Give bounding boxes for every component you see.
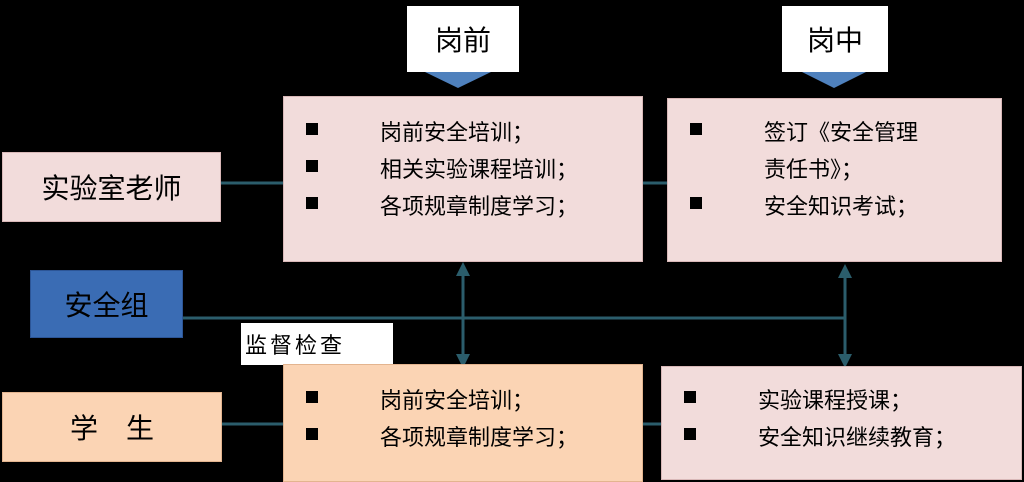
list-item-continuation: 责任书》； — [668, 152, 1001, 189]
header-pre-text: 岗前 — [434, 24, 491, 57]
list-item-text: 实验课程授课； — [758, 389, 913, 414]
teacher-pre-list: 岗前安全培训； 相关实验课程培训； 各项规章制度学习； — [284, 115, 642, 226]
role-student: 学 生 — [2, 392, 222, 462]
list-item-text: 岗前安全培训； — [380, 389, 535, 414]
role-student-text: 学 生 — [69, 412, 154, 445]
role-teacher: 实验室老师 — [2, 152, 221, 222]
list-item: 安全知识继续教育； — [662, 420, 1021, 457]
bullet-icon — [306, 160, 318, 172]
teacher-mid-box: 签订《安全管理 责任书》； 安全知识考试； — [667, 98, 1002, 262]
bullet-icon — [306, 123, 318, 135]
bullet-icon — [690, 123, 702, 135]
mid-double-arrow — [838, 264, 852, 368]
list-item: 岗前安全培训； — [284, 383, 642, 420]
list-item: 安全知识考试； — [668, 189, 1001, 226]
header-mid: 岗中 — [782, 6, 888, 72]
list-item: 相关实验课程培训； — [284, 152, 642, 189]
teacher-pre-box: 岗前安全培训； 相关实验课程培训； 各项规章制度学习； — [283, 96, 643, 262]
mid-down-arrow — [802, 70, 866, 88]
student-mid-box: 实验课程授课； 安全知识继续教育； — [661, 366, 1022, 480]
list-item-text: 相关实验课程培训； — [380, 158, 579, 183]
bullet-icon — [684, 428, 696, 440]
pre-double-arrow — [456, 262, 470, 368]
header-pre: 岗前 — [407, 6, 519, 72]
supervise-label: 监督检查 — [241, 323, 393, 365]
supervise-label-text: 监督检查 — [245, 334, 346, 359]
student-pre-list: 岗前安全培训； 各项规章制度学习； — [284, 383, 642, 457]
list-item-text: 安全知识继续教育； — [758, 426, 957, 451]
list-item: 各项规章制度学习； — [284, 420, 642, 457]
header-mid-text: 岗中 — [806, 24, 863, 57]
student-pre-box: 岗前安全培训； 各项规章制度学习； — [283, 364, 643, 482]
bullet-icon — [684, 391, 696, 403]
teacher-mid-list: 签订《安全管理 责任书》； 安全知识考试； — [668, 115, 1001, 226]
list-item: 签订《安全管理 — [668, 115, 1001, 152]
list-item-text: 安全知识考试； — [764, 195, 919, 220]
list-item-text: 各项规章制度学习； — [380, 426, 579, 451]
role-safety-group-text: 安全组 — [64, 289, 149, 322]
role-safety-group: 安全组 — [30, 270, 183, 338]
bullet-icon — [690, 197, 702, 209]
list-item: 实验课程授课； — [662, 383, 1021, 420]
role-teacher-text: 实验室老师 — [41, 172, 182, 205]
student-mid-list: 实验课程授课； 安全知识继续教育； — [662, 383, 1021, 457]
bullet-icon — [306, 197, 318, 209]
bullet-icon — [306, 391, 318, 403]
list-item: 岗前安全培训； — [284, 115, 642, 152]
bullet-icon — [306, 428, 318, 440]
list-item: 各项规章制度学习； — [284, 189, 642, 226]
list-item-text: 签订《安全管理 — [764, 121, 919, 146]
list-item-text: 各项规章制度学习； — [380, 195, 579, 220]
pre-down-arrow — [425, 70, 491, 88]
list-item-text: 责任书》； — [764, 158, 864, 183]
list-item-text: 岗前安全培训； — [380, 121, 535, 146]
